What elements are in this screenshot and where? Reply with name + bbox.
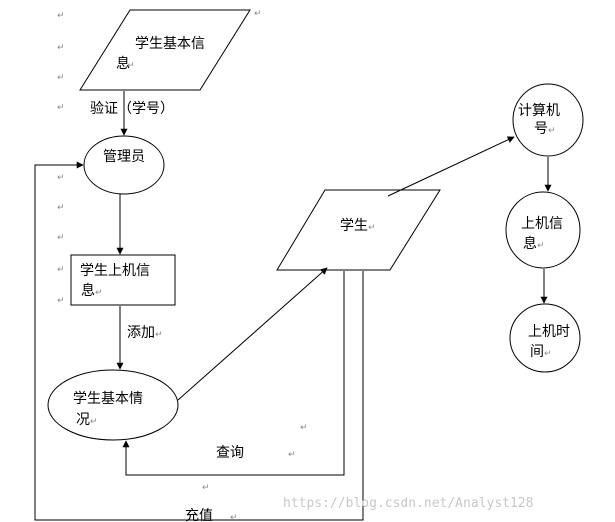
status-to-student-arrow	[177, 267, 328, 401]
computer-number-ellipse	[512, 83, 584, 157]
verify-label: 验证（学号）	[90, 101, 174, 117]
svg-text:↵: ↵	[544, 349, 552, 359]
login-info-ellipse	[505, 191, 581, 269]
svg-text:↵: ↵	[368, 223, 376, 233]
svg-text:↵: ↵	[57, 73, 65, 83]
student-info-parallelogram	[79, 9, 251, 91]
svg-text:↵: ↵	[288, 450, 296, 460]
query-arrow	[122, 271, 345, 476]
student-label: 学生	[340, 218, 368, 234]
student-login-info-rect	[70, 254, 176, 306]
login-info-label-1: 上机信	[521, 216, 563, 232]
svg-text:↵: ↵	[537, 241, 545, 251]
admin-ellipse	[83, 135, 165, 195]
student-info-label-1: 学生基本信	[135, 35, 205, 52]
student-info-label-2: 息	[116, 55, 130, 72]
add-label: 添加	[127, 325, 155, 341]
login-time-ellipse	[509, 303, 581, 373]
svg-text:↵: ↵	[57, 43, 65, 53]
paragraph-marks: ↵ ↵ ↵ ↵ ↵ ↵ ↵ ↵ ↵ ↵ ↵ ↵ ↵ ↵	[57, 9, 308, 522]
svg-text:↵: ↵	[254, 9, 262, 19]
login-time-label-1: 上机时	[528, 324, 570, 340]
svg-text:↵: ↵	[95, 288, 103, 298]
login-info-label-2: 息	[523, 235, 537, 252]
student-to-computer-number-arrow	[387, 136, 515, 197]
svg-text:↵: ↵	[90, 417, 98, 427]
svg-text:↵: ↵	[230, 513, 238, 522]
student-basic-status-label-1: 学生基本情	[73, 390, 143, 407]
svg-text:↵: ↵	[57, 103, 65, 113]
svg-text:↵: ↵	[57, 296, 65, 306]
admin-label: 管理员	[103, 149, 145, 165]
svg-text:↵: ↵	[57, 11, 65, 21]
watermark: https://blog.csdn.net/Analyst128	[283, 496, 533, 511]
computer-number-label-2: 号	[534, 121, 548, 137]
query-label: 查询	[216, 445, 244, 461]
svg-text:↵: ↵	[202, 483, 210, 493]
login-time-label-2: 间	[530, 344, 544, 360]
recharge-arrow	[34, 161, 364, 521]
svg-text:↵: ↵	[57, 265, 65, 275]
recharge-label: 充值	[185, 508, 213, 522]
svg-text:↵: ↵	[127, 61, 135, 71]
student-login-info-label-1: 学生上机信	[80, 263, 150, 279]
svg-text:↵: ↵	[548, 126, 556, 136]
student-basic-status-ellipse	[47, 369, 179, 441]
svg-text:↵: ↵	[300, 423, 308, 433]
computer-number-label-1: 计算机	[518, 103, 560, 119]
svg-text:↵: ↵	[155, 330, 163, 340]
svg-text:↵: ↵	[57, 233, 65, 243]
student-basic-status-label-2: 况	[76, 412, 90, 428]
student-login-info-label-2: 息	[81, 282, 95, 299]
svg-text:↵: ↵	[57, 173, 65, 183]
svg-text:↵: ↵	[57, 203, 65, 213]
